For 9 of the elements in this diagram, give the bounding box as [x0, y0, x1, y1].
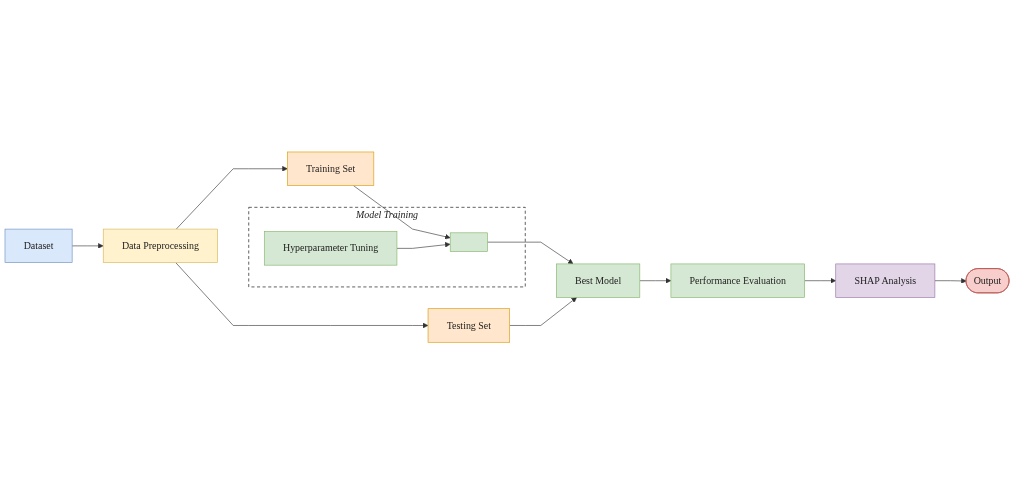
node-box: Best Model: [556, 263, 641, 298]
node-box: Dataset: [4, 228, 73, 263]
node-box: [449, 232, 488, 252]
node-box: Data Preprocessing: [102, 228, 218, 263]
node-box: Hyperparameter Tuning: [263, 231, 398, 266]
node-box: Testing Set: [427, 308, 510, 343]
node-box: Performance Evaluation: [670, 263, 805, 298]
node-box: SHAP Analysis: [835, 263, 936, 298]
node-box: Training Set: [287, 151, 375, 186]
